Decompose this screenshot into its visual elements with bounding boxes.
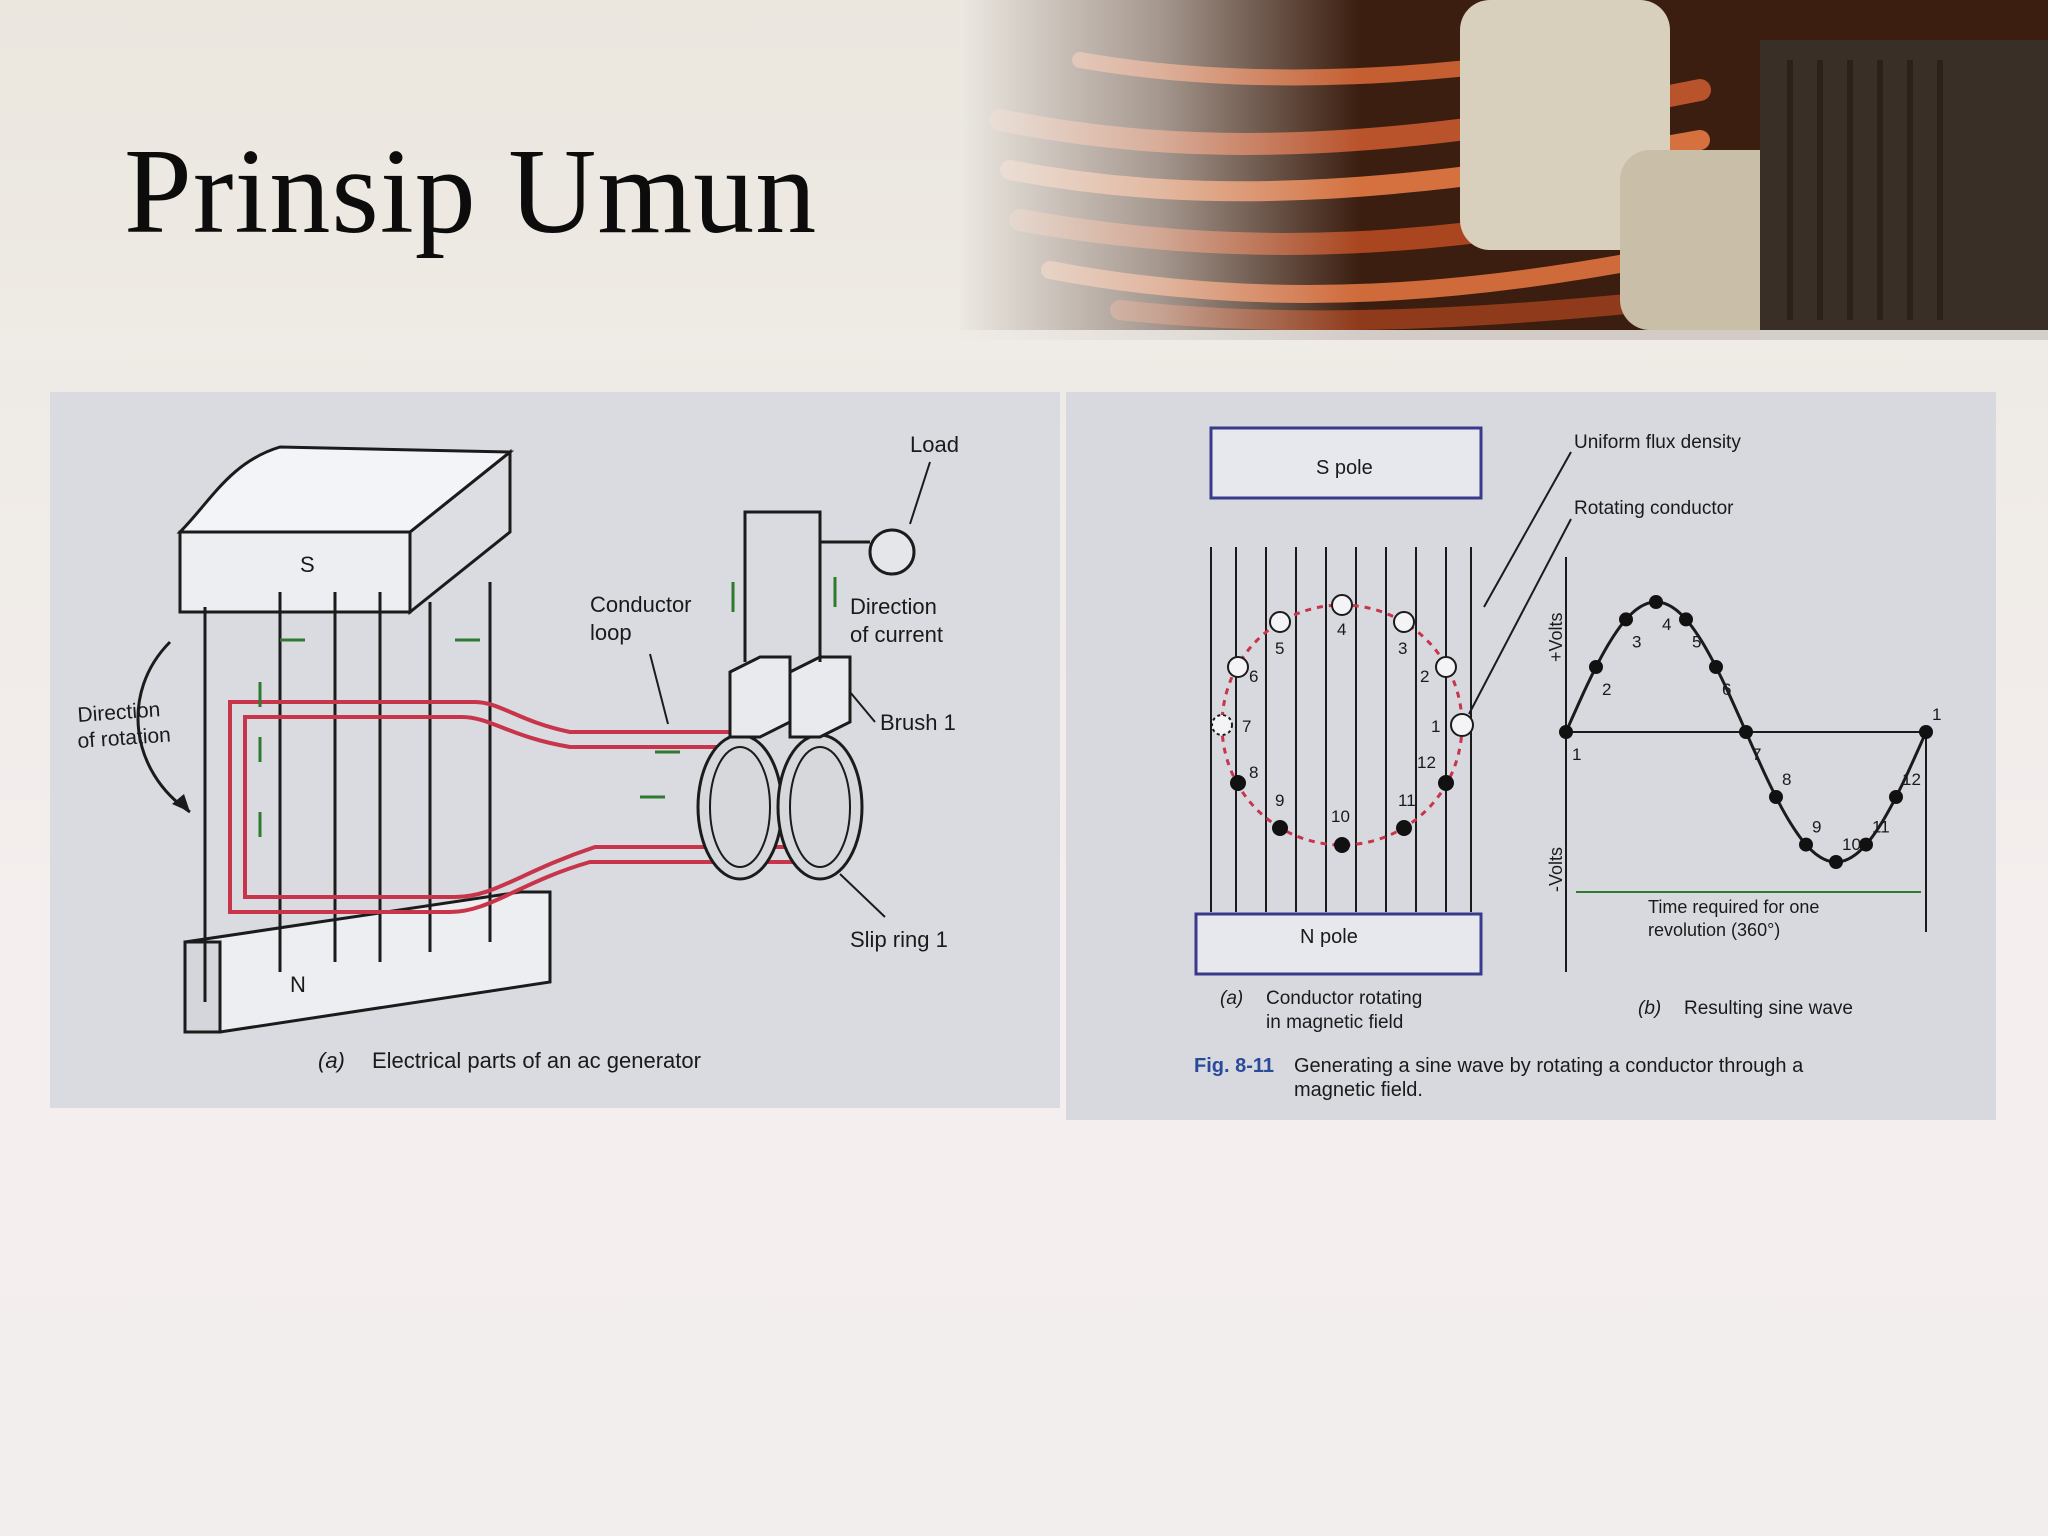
sine-points	[1559, 595, 1933, 869]
sine-point-4	[1649, 595, 1663, 609]
flux-lines-b	[1210, 547, 1472, 912]
sine-point-label-6: 6	[1722, 680, 1731, 699]
caption-a: Electrical parts of an ac generator	[372, 1048, 701, 1073]
sine-point-label-2: 2	[1602, 680, 1611, 699]
ac-generator-diagram: S N	[50, 392, 1060, 1108]
caption-b1-line1: Conductor rotating	[1266, 988, 1422, 1009]
uniform-flux-label: Uniform flux density	[1574, 432, 1741, 453]
time-required-label-2: revolution (360°)	[1648, 920, 1780, 940]
sine-point-7	[1739, 725, 1753, 739]
n-label: N	[290, 972, 306, 997]
pos-1: 1	[1431, 717, 1440, 736]
pos-10: 10	[1331, 807, 1350, 826]
flux-lines	[203, 582, 492, 1002]
sine-point-label-13: 1	[1932, 705, 1941, 724]
brushes	[728, 655, 852, 739]
pos-9: 9	[1275, 791, 1284, 810]
pos-12: 12	[1417, 753, 1436, 772]
sine-point-label-8: 8	[1782, 770, 1791, 789]
brush-label: Brush 1	[880, 710, 956, 735]
caption-b1-line2: in magnetic field	[1266, 1012, 1403, 1033]
pos-2: 2	[1420, 667, 1429, 686]
load-label: Load	[910, 432, 959, 457]
pos-7: 7	[1242, 717, 1251, 736]
sine-point-label-9: 9	[1812, 818, 1821, 837]
current-arrows	[258, 577, 837, 837]
n-pole-block: N	[183, 890, 552, 1034]
n-pole-box	[1194, 912, 1483, 976]
sine-point-2	[1589, 660, 1603, 674]
pos-6: 6	[1249, 667, 1258, 686]
caption-b2-letter: (b)	[1638, 998, 1661, 1019]
sine-point-3	[1619, 612, 1633, 627]
position-numbers: 1 2 3 4 5 6 7 8 9 10 11 12	[1242, 620, 1440, 826]
time-required-label-1: Time required for one	[1648, 897, 1819, 917]
conductor-loop	[228, 700, 840, 914]
direction-current-label-1: Direction	[850, 594, 937, 619]
sine-point-label-12: 12	[1902, 770, 1921, 789]
s-pole-block: S	[176, 445, 515, 616]
pos-11: 11	[1398, 791, 1416, 810]
direction-current-label-2: of current	[850, 622, 943, 647]
caption-b1-letter: (a)	[1220, 988, 1243, 1009]
minus-volts-label: -Volts	[1546, 847, 1566, 892]
sine-point-1	[1559, 725, 1573, 739]
sine-point-13	[1919, 725, 1933, 739]
sine-point-label-7: 7	[1752, 745, 1761, 764]
sine-point-label-4: 4	[1662, 615, 1671, 634]
sine-point-label-10: 10	[1842, 835, 1861, 854]
sine-point-5	[1679, 612, 1693, 627]
sine-point-label-5: 5	[1692, 632, 1701, 651]
pos-8: 8	[1249, 763, 1258, 782]
pos-4: 4	[1337, 620, 1346, 639]
conductor-positions	[1211, 594, 1474, 853]
n-pole-label: N pole	[1300, 926, 1358, 948]
caption-b2: Resulting sine wave	[1684, 998, 1853, 1019]
fig-number: Fig. 8-11	[1194, 1055, 1274, 1077]
pos-5: 5	[1275, 639, 1284, 658]
load-circuit	[743, 510, 916, 662]
figure-sine-wave: S pole N pole 1 2 3 4 5 6 7 8 9	[1066, 392, 1996, 1120]
fig-caption-line2: magnetic field.	[1294, 1079, 1423, 1101]
sine-point-label-11: 11	[1872, 818, 1890, 837]
rotation-arrow	[136, 640, 191, 814]
sine-point-label-3: 3	[1632, 632, 1641, 651]
slip-rings	[696, 733, 864, 881]
conductor-loop-label-2: loop	[590, 620, 632, 645]
s-label: S	[300, 552, 315, 577]
rotating-conductor-label: Rotating conductor	[1574, 498, 1734, 519]
s-pole-box	[1209, 426, 1483, 500]
sine-point-9	[1799, 837, 1813, 852]
sine-point-10	[1829, 855, 1843, 869]
plus-volts-label: +Volts	[1546, 612, 1566, 662]
sine-point-label-1: 1	[1572, 745, 1581, 764]
slip-ring-label: Slip ring 1	[850, 927, 948, 952]
slide-title: Prinsip Umun	[124, 124, 818, 259]
caption-a-letter: (a)	[318, 1048, 345, 1073]
figure-ac-generator: S N	[50, 392, 1060, 1108]
s-pole-label: S pole	[1316, 457, 1373, 479]
sine-point-11	[1859, 837, 1873, 852]
fig-caption-line1: Generating a sine wave by rotating a con…	[1294, 1055, 1804, 1077]
sine-point-8	[1769, 790, 1783, 804]
sine-wave-diagram: S pole N pole 1 2 3 4 5 6 7 8 9	[1066, 392, 1996, 1120]
conductor-loop-label-1: Conductor	[590, 592, 692, 617]
sine-point-6	[1709, 660, 1723, 674]
pos-3: 3	[1398, 639, 1407, 658]
sine-point-12	[1889, 790, 1903, 804]
